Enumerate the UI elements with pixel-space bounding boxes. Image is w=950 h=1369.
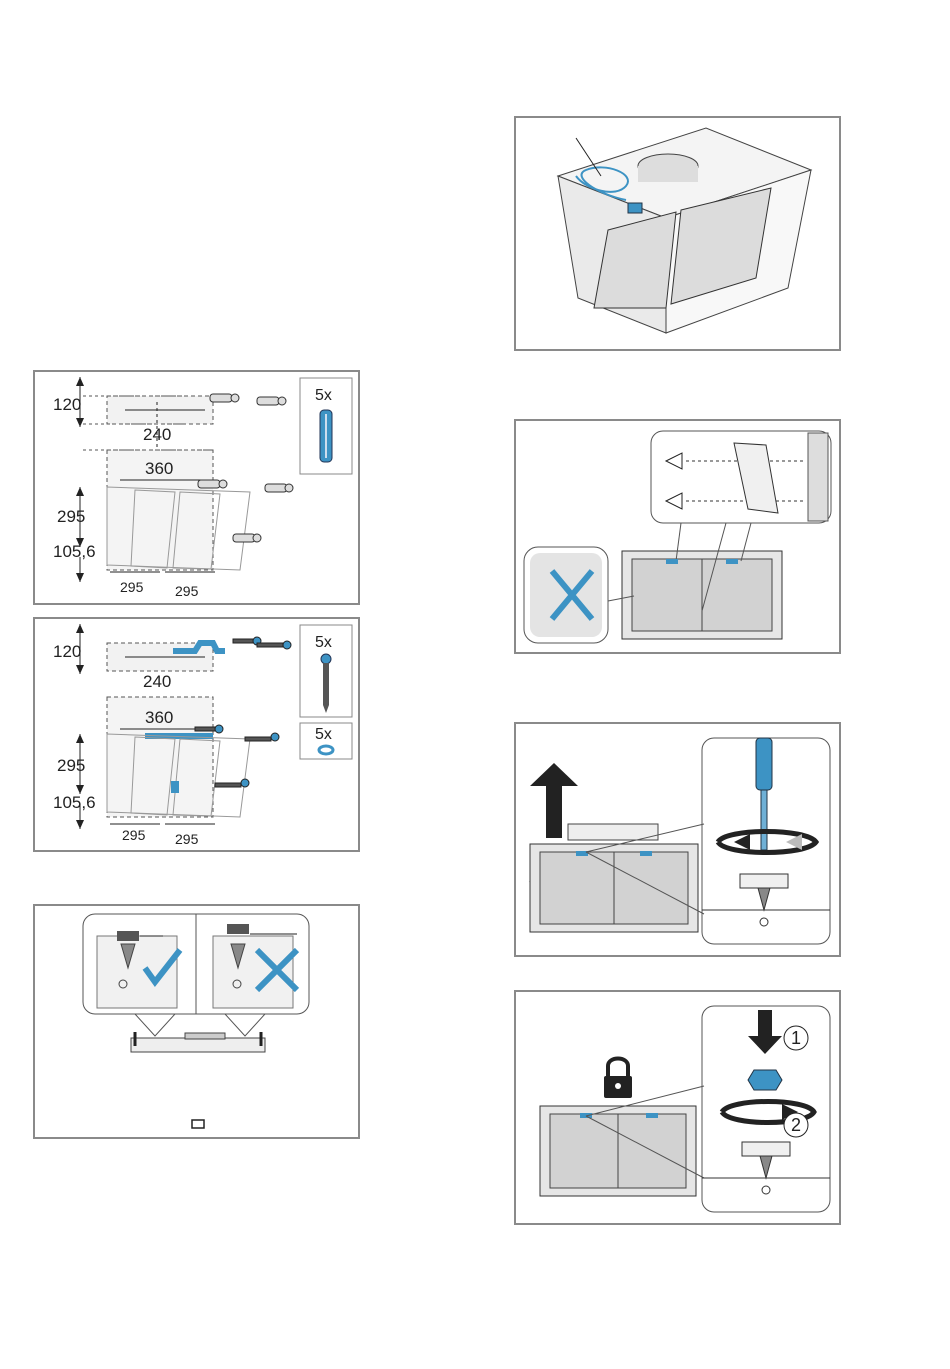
nut: [740, 874, 788, 888]
filter-alignment-panel: [514, 419, 841, 654]
arrow-icon: [76, 734, 84, 743]
screw-quantity: 5x: [315, 634, 332, 651]
dim-1056-label: 105,6: [53, 793, 96, 812]
mounting-dimensions-screws-panel: 120 240 360 295 105,6: [33, 617, 360, 852]
dim-295-vertical-label: 295: [57, 507, 85, 526]
screw-icon: [233, 637, 291, 649]
arrow-icon: [76, 377, 84, 386]
dim-295-left-label: 295: [120, 579, 144, 595]
dim-120-label: 120: [53, 642, 81, 661]
dim-1056-label: 105,6: [53, 542, 96, 561]
level-check-diagram: [35, 906, 362, 1141]
dim-360-label: 360: [145, 459, 173, 478]
washer-icon: [319, 746, 333, 754]
washer-quantity: 5x: [315, 726, 332, 743]
callout-pointer: [225, 1014, 265, 1036]
step-2-label: 2: [791, 1115, 801, 1135]
dim-295-right-label: 295: [175, 583, 199, 599]
filter-latch: [646, 1113, 658, 1118]
power-plug-icon: [628, 203, 642, 213]
anchor-icon: [210, 394, 286, 405]
hood-rail: [131, 1038, 265, 1052]
filter-lock-panel: 1 2: [514, 990, 841, 1225]
filter-latch: [726, 559, 738, 564]
arrow-icon: [76, 820, 84, 829]
spirit-level: [185, 1033, 225, 1039]
arrow-icon: [76, 624, 84, 633]
hood-overview-panel: [514, 116, 841, 351]
mounting-dimensions-anchors-panel: 120 240 360 295 105,6: [33, 370, 360, 605]
lock-icon: [604, 1059, 632, 1099]
filter-removal-diagram: [516, 724, 843, 959]
filter-alignment-diagram: [516, 421, 843, 656]
wall: [808, 433, 828, 521]
arrow-icon: [76, 487, 84, 496]
dim-120-label: 120: [53, 395, 81, 414]
dim-240-label: 240: [143, 672, 171, 691]
arrow-icon: [76, 665, 84, 674]
duct-body: [638, 166, 698, 182]
arrow-icon: [76, 573, 84, 582]
callout-pointer: [135, 1014, 175, 1036]
dim-295-vertical-label: 295: [57, 756, 85, 775]
level-check-panel: [33, 904, 360, 1139]
hook-bracket: [171, 781, 179, 793]
hood-overview-diagram: [516, 118, 843, 353]
anchor-quantity: 5x: [315, 387, 332, 404]
screws-diagram: 120 240 360 295 105,6: [35, 619, 362, 854]
arrow-icon: [76, 418, 84, 427]
filter-latch: [640, 851, 652, 856]
dim-295-left-label: 295: [122, 827, 146, 843]
wall-plug-icon: [320, 410, 332, 462]
dim-295-right-label: 295: [175, 831, 199, 847]
filter-lock-diagram: 1 2: [516, 992, 843, 1227]
dim-360-label: 360: [145, 708, 173, 727]
filter-latch: [666, 559, 678, 564]
dim-240-label: 240: [143, 425, 171, 444]
spirit-level: [568, 824, 658, 840]
filter-removal-panel: [514, 722, 841, 957]
battery-icon: [192, 1120, 204, 1128]
nut: [742, 1142, 790, 1156]
nut-icon: [748, 1070, 782, 1090]
step-1-label: 1: [791, 1028, 801, 1048]
mesh-detail: [530, 553, 602, 637]
anchors-diagram: 120 240 360 295 105,6: [35, 372, 362, 607]
